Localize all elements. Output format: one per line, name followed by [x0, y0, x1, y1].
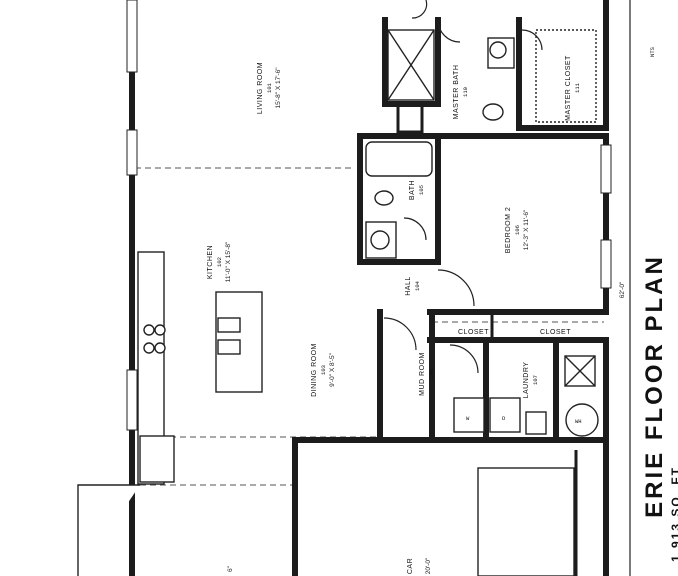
- bath: [357, 133, 441, 265]
- svg-text:101: 101: [266, 82, 273, 93]
- living-room-label: LIVING ROOM 101 15'-8" X 17'-6": [257, 62, 282, 114]
- svg-text:111: 111: [574, 82, 581, 93]
- svg-text:1,913 SQ. FT.: 1,913 SQ. FT.: [669, 462, 678, 562]
- svg-text:BEDROOM 2: BEDROOM 2: [505, 207, 512, 254]
- svg-text:62'-0": 62'-0": [619, 281, 626, 298]
- kitchen-label: KITCHEN 102 11'-0" X 15'-8": [207, 241, 232, 282]
- svg-text:104: 104: [414, 280, 421, 291]
- water-heater-label: WH: [575, 418, 582, 425]
- bath-label: BATH 105: [409, 180, 425, 200]
- nts-label: NTS: [649, 46, 656, 57]
- svg-text:NTS: NTS: [649, 46, 656, 57]
- svg-text:105: 105: [418, 185, 425, 195]
- plan-title: ERIE FLOOR PLAN: [641, 254, 668, 518]
- svg-text:15'-8" X 17'-6": 15'-8" X 17'-6": [275, 67, 282, 109]
- kitchen-island: [215, 291, 263, 393]
- svg-text:MUD ROOM: MUD ROOM: [419, 352, 426, 396]
- laundry-label: LAUNDRY 107: [523, 362, 539, 399]
- svg-text:108: 108: [428, 369, 435, 379]
- dryer-label: D: [502, 415, 506, 422]
- overall-dimension-label: 62'-0": [619, 281, 626, 298]
- svg-text:LIVING ROOM: LIVING ROOM: [257, 62, 264, 114]
- mud-room-label: MUD ROOM 108: [419, 352, 435, 396]
- svg-text:DINING ROOM: DINING ROOM: [311, 343, 318, 397]
- west-wall: [126, 0, 138, 576]
- svg-text:LAUNDRY: LAUNDRY: [523, 362, 530, 399]
- hall-label: HALL 104: [405, 276, 421, 296]
- svg-text:ERIE FLOOR PLAN: ERIE FLOOR PLAN: [641, 254, 668, 518]
- closet-1-label: CLOSET: [458, 329, 489, 336]
- master-bath-label: MASTER BATH 110: [453, 65, 469, 120]
- closet-2-label: CLOSET: [540, 329, 571, 336]
- svg-text:9'-0" X 8'-5": 9'-0" X 8'-5": [329, 352, 336, 387]
- svg-text:107: 107: [532, 375, 539, 385]
- stray-dimension: 6": [227, 565, 234, 572]
- svg-text:11'-0" X 15'-8": 11'-0" X 15'-8": [225, 241, 232, 282]
- master-bath: [382, 0, 522, 134]
- svg-text:MASTER CLOSET: MASTER CLOSET: [565, 55, 572, 121]
- master-closet-label: MASTER CLOSET 111: [565, 55, 581, 121]
- svg-text:CAR: CAR: [407, 558, 414, 574]
- closets: [427, 309, 609, 343]
- dining-room-label: DINING ROOM 103 9'-0" X 8'-5": [311, 343, 336, 397]
- kitchen-counter: [137, 251, 175, 485]
- plan-subtitle: 1,913 SQ. FT.: [669, 462, 678, 562]
- svg-text:BATH: BATH: [409, 180, 416, 200]
- svg-text:106: 106: [514, 225, 521, 235]
- svg-text:102: 102: [216, 257, 223, 267]
- master-closet: [516, 0, 609, 131]
- svg-text:110: 110: [462, 87, 469, 97]
- svg-text:HALL: HALL: [405, 276, 412, 296]
- svg-text:103: 103: [320, 365, 327, 375]
- bedroom-2-label: BEDROOM 2 106 12'-3" X 11'-6": [505, 207, 530, 254]
- svg-text:KITCHEN: KITCHEN: [207, 245, 214, 279]
- svg-text:20'-0": 20'-0": [425, 557, 432, 574]
- garage-walls: [77, 437, 609, 576]
- garage-label: CAR 20'-0": [407, 557, 432, 574]
- svg-text:12'-3" X 11'-6": 12'-3" X 11'-6": [523, 209, 530, 250]
- svg-text:MASTER BATH: MASTER BATH: [453, 65, 460, 120]
- washer-label: W: [466, 415, 470, 422]
